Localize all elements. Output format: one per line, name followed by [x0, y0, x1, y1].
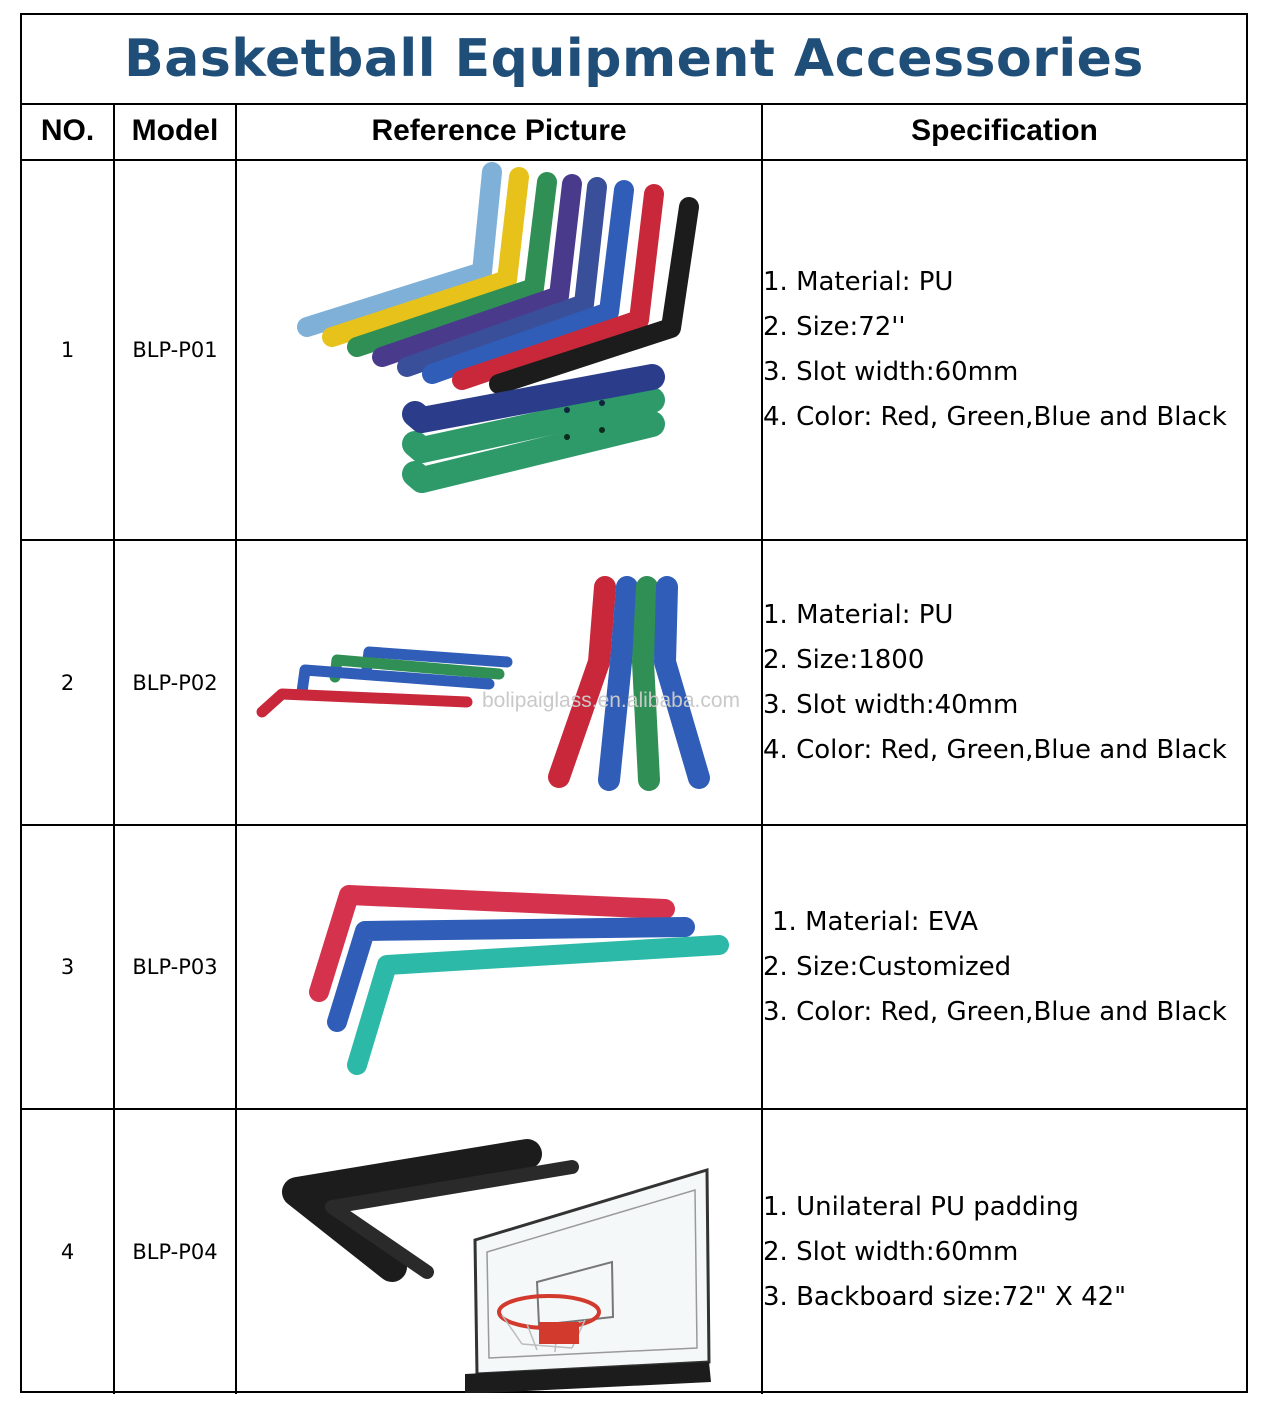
backboard-image: [282, 1138, 711, 1393]
header-picture: Reference Picture: [235, 103, 763, 161]
specification-cell: 1. Material: EVA 2. Size:Customized 3. C…: [761, 824, 1246, 1110]
watermark-text: bolipaiglass.en.alibaba.com: [482, 689, 740, 712]
spec-line: 4. Color: Red, Green,Blue and Black: [763, 734, 1227, 765]
reference-picture: bolipaiglass.en.alibaba.com: [235, 539, 763, 826]
model-code: BLP-P02: [113, 539, 237, 826]
spec-line: 1. Material: EVA: [772, 906, 979, 937]
spec-line: 2. Size:1800: [763, 644, 925, 675]
header-no: NO.: [22, 103, 115, 161]
spec-line: 2. Slot width:60mm: [763, 1236, 1019, 1267]
spec-line: 3. Color: Red, Green,Blue and Black: [763, 996, 1227, 1027]
spec-line: 3. Slot width:60mm: [763, 357, 1019, 387]
spec-line: 3. Slot width:40mm: [763, 689, 1019, 720]
spec-line: 1. Material: PU: [763, 267, 954, 297]
row-number: 4: [22, 1108, 115, 1394]
page-title: Basketball Equipment Accessories: [22, 15, 1246, 105]
spec-line: 1. Material: PU: [763, 599, 954, 630]
reference-picture: [235, 1108, 763, 1394]
eva-pads-image: [309, 885, 729, 1075]
row-number: 1: [22, 159, 115, 541]
spec-line: 2. Size:72'': [763, 312, 906, 342]
header-model: Model: [113, 103, 237, 161]
table-row: 1 BLP-P01: [22, 159, 1246, 541]
spec-line: 3. Backboard size:72" X 42": [763, 1281, 1127, 1312]
spec-line: 1. Unilateral PU padding: [763, 1191, 1079, 1222]
table-row: 3 BLP-P03 1. Material: EVA 2. Size:Custo…: [22, 824, 1246, 1110]
row-number: 3: [22, 824, 115, 1110]
row-number: 2: [22, 539, 115, 826]
specification-cell: 1. Material: PU 2. Size:72'' 3. Slot wid…: [761, 159, 1246, 541]
accessories-table: NO. Model Reference Picture Specificatio…: [22, 103, 1246, 1394]
reference-picture: [235, 824, 763, 1110]
specification-cell: 1. Unilateral PU padding 2. Slot width:6…: [761, 1108, 1246, 1394]
model-code: BLP-P03: [113, 824, 237, 1110]
table-row: 2 BLP-P02 bol: [22, 539, 1246, 826]
model-code: BLP-P01: [113, 159, 237, 541]
pu-pads-image: [256, 576, 710, 791]
header-spec: Specification: [761, 103, 1246, 161]
model-code: BLP-P04: [113, 1108, 237, 1394]
spec-line: 4. Color: Red, Green,Blue and Black: [763, 402, 1227, 432]
specification-cell: 1. Material: PU 2. Size:1800 3. Slot wid…: [761, 539, 1246, 826]
header-row: NO. Model Reference Picture Specificatio…: [22, 103, 1246, 161]
accessories-sheet: Basketball Equipment Accessories NO. Mod…: [20, 13, 1248, 1394]
reference-picture: [235, 159, 763, 541]
table-row: 4 BLP-P04: [22, 1108, 1246, 1394]
spec-line: 2. Size:Customized: [763, 951, 1012, 982]
pu-pads-image: [297, 162, 699, 493]
